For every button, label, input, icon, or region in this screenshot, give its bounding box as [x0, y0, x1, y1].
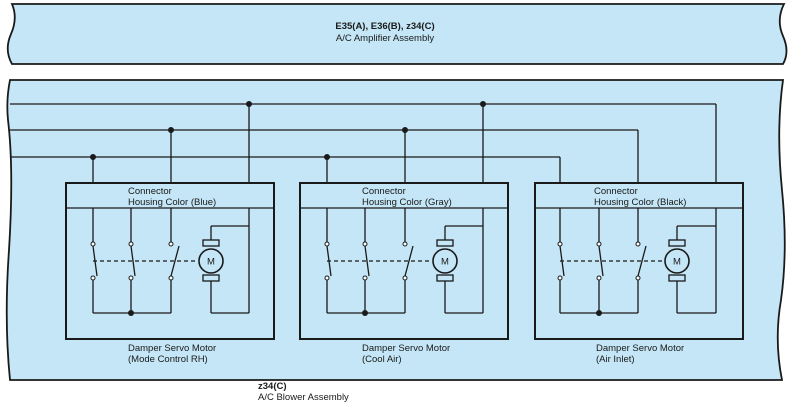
servo-motor-mode-control: Connector Housing Color (Blue) M [65, 182, 275, 365]
servo-motor-cool-air: Connector Housing Color (Gray) M Damper … [299, 182, 509, 365]
housing-color: Housing Color (Blue) [128, 197, 216, 208]
motor-subtitle: (Cool Air) [362, 354, 402, 365]
blower-name: A/C Blower Assembly [258, 392, 349, 403]
amplifier-panel [6, 3, 788, 65]
motor-subtitle: (Air Inlet) [596, 354, 635, 365]
housing-color: Housing Color (Black) [594, 197, 686, 208]
blower-panel [5, 79, 786, 381]
motor-subtitle: (Mode Control RH) [128, 354, 208, 365]
amplifier-name: A/C Amplifier Assembly [336, 33, 434, 44]
servo-motor-air-inlet: Connector Housing Color (Black) M Damper… [534, 182, 744, 365]
connector-label: Connector [362, 186, 406, 197]
housing-color: Housing Color (Gray) [362, 197, 452, 208]
motor-symbol: M [207, 257, 215, 268]
connector-label: Connector [594, 186, 638, 197]
connector-label: Connector [128, 186, 172, 197]
motor-icon [198, 248, 224, 274]
motor-title: Damper Servo Motor [128, 343, 216, 354]
blower-code: z34(C) [258, 381, 287, 392]
motor-title: Damper Servo Motor [362, 343, 450, 354]
amplifier-code: E35(A), E36(B), z34(C) [335, 21, 434, 32]
motor-title: Damper Servo Motor [596, 343, 684, 354]
motor-symbol: M [673, 257, 681, 268]
motor-symbol: M [441, 257, 449, 268]
motor-icon [432, 248, 458, 274]
bus-wires [10, 103, 717, 183]
bus-junctions [90, 101, 486, 160]
motor-icon [664, 248, 690, 274]
